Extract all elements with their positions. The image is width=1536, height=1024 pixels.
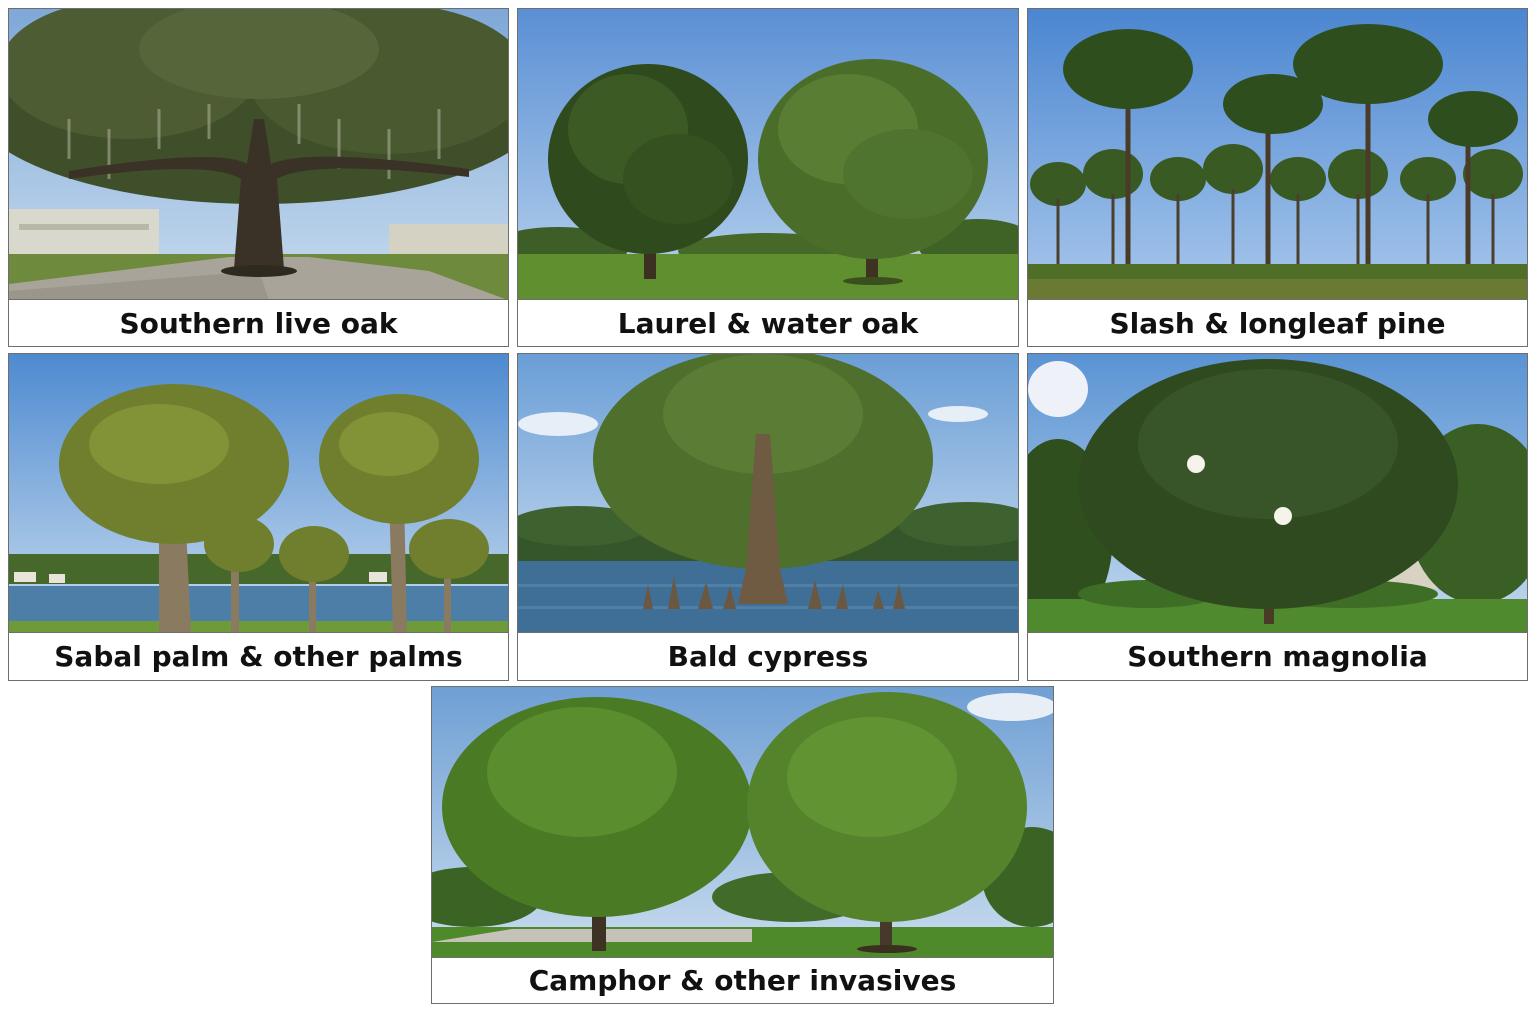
caption: Bald cypress bbox=[518, 632, 1018, 680]
caption: Camphor & other invasives bbox=[432, 957, 1053, 1003]
live-oak-photo bbox=[9, 9, 508, 300]
tree-card-palms: Sabal palm & other palms bbox=[8, 353, 509, 681]
tree-card-bald-cypress: Bald cypress bbox=[517, 353, 1019, 681]
tree-card-live-oak: Southern live oak bbox=[8, 8, 509, 347]
tree-card-magnolia: Southern magnolia bbox=[1027, 353, 1528, 681]
caption: Laurel & water oak bbox=[518, 299, 1018, 346]
pine-photo bbox=[1028, 9, 1527, 300]
palms-photo bbox=[9, 354, 508, 633]
tree-card-camphor: Camphor & other invasives bbox=[431, 686, 1054, 1004]
caption: Southern magnolia bbox=[1028, 632, 1527, 680]
caption: Southern live oak bbox=[9, 299, 508, 346]
caption: Sabal palm & other palms bbox=[9, 632, 508, 680]
magnolia-photo bbox=[1028, 354, 1527, 633]
camphor-photo bbox=[432, 687, 1053, 958]
caption: Slash & longleaf pine bbox=[1028, 299, 1527, 346]
laurel-water-oak-photo bbox=[518, 9, 1018, 300]
bald-cypress-photo bbox=[518, 354, 1018, 633]
tree-card-laurel-water-oak: Laurel & water oak bbox=[517, 8, 1019, 347]
tree-card-pine: Slash & longleaf pine bbox=[1027, 8, 1528, 347]
